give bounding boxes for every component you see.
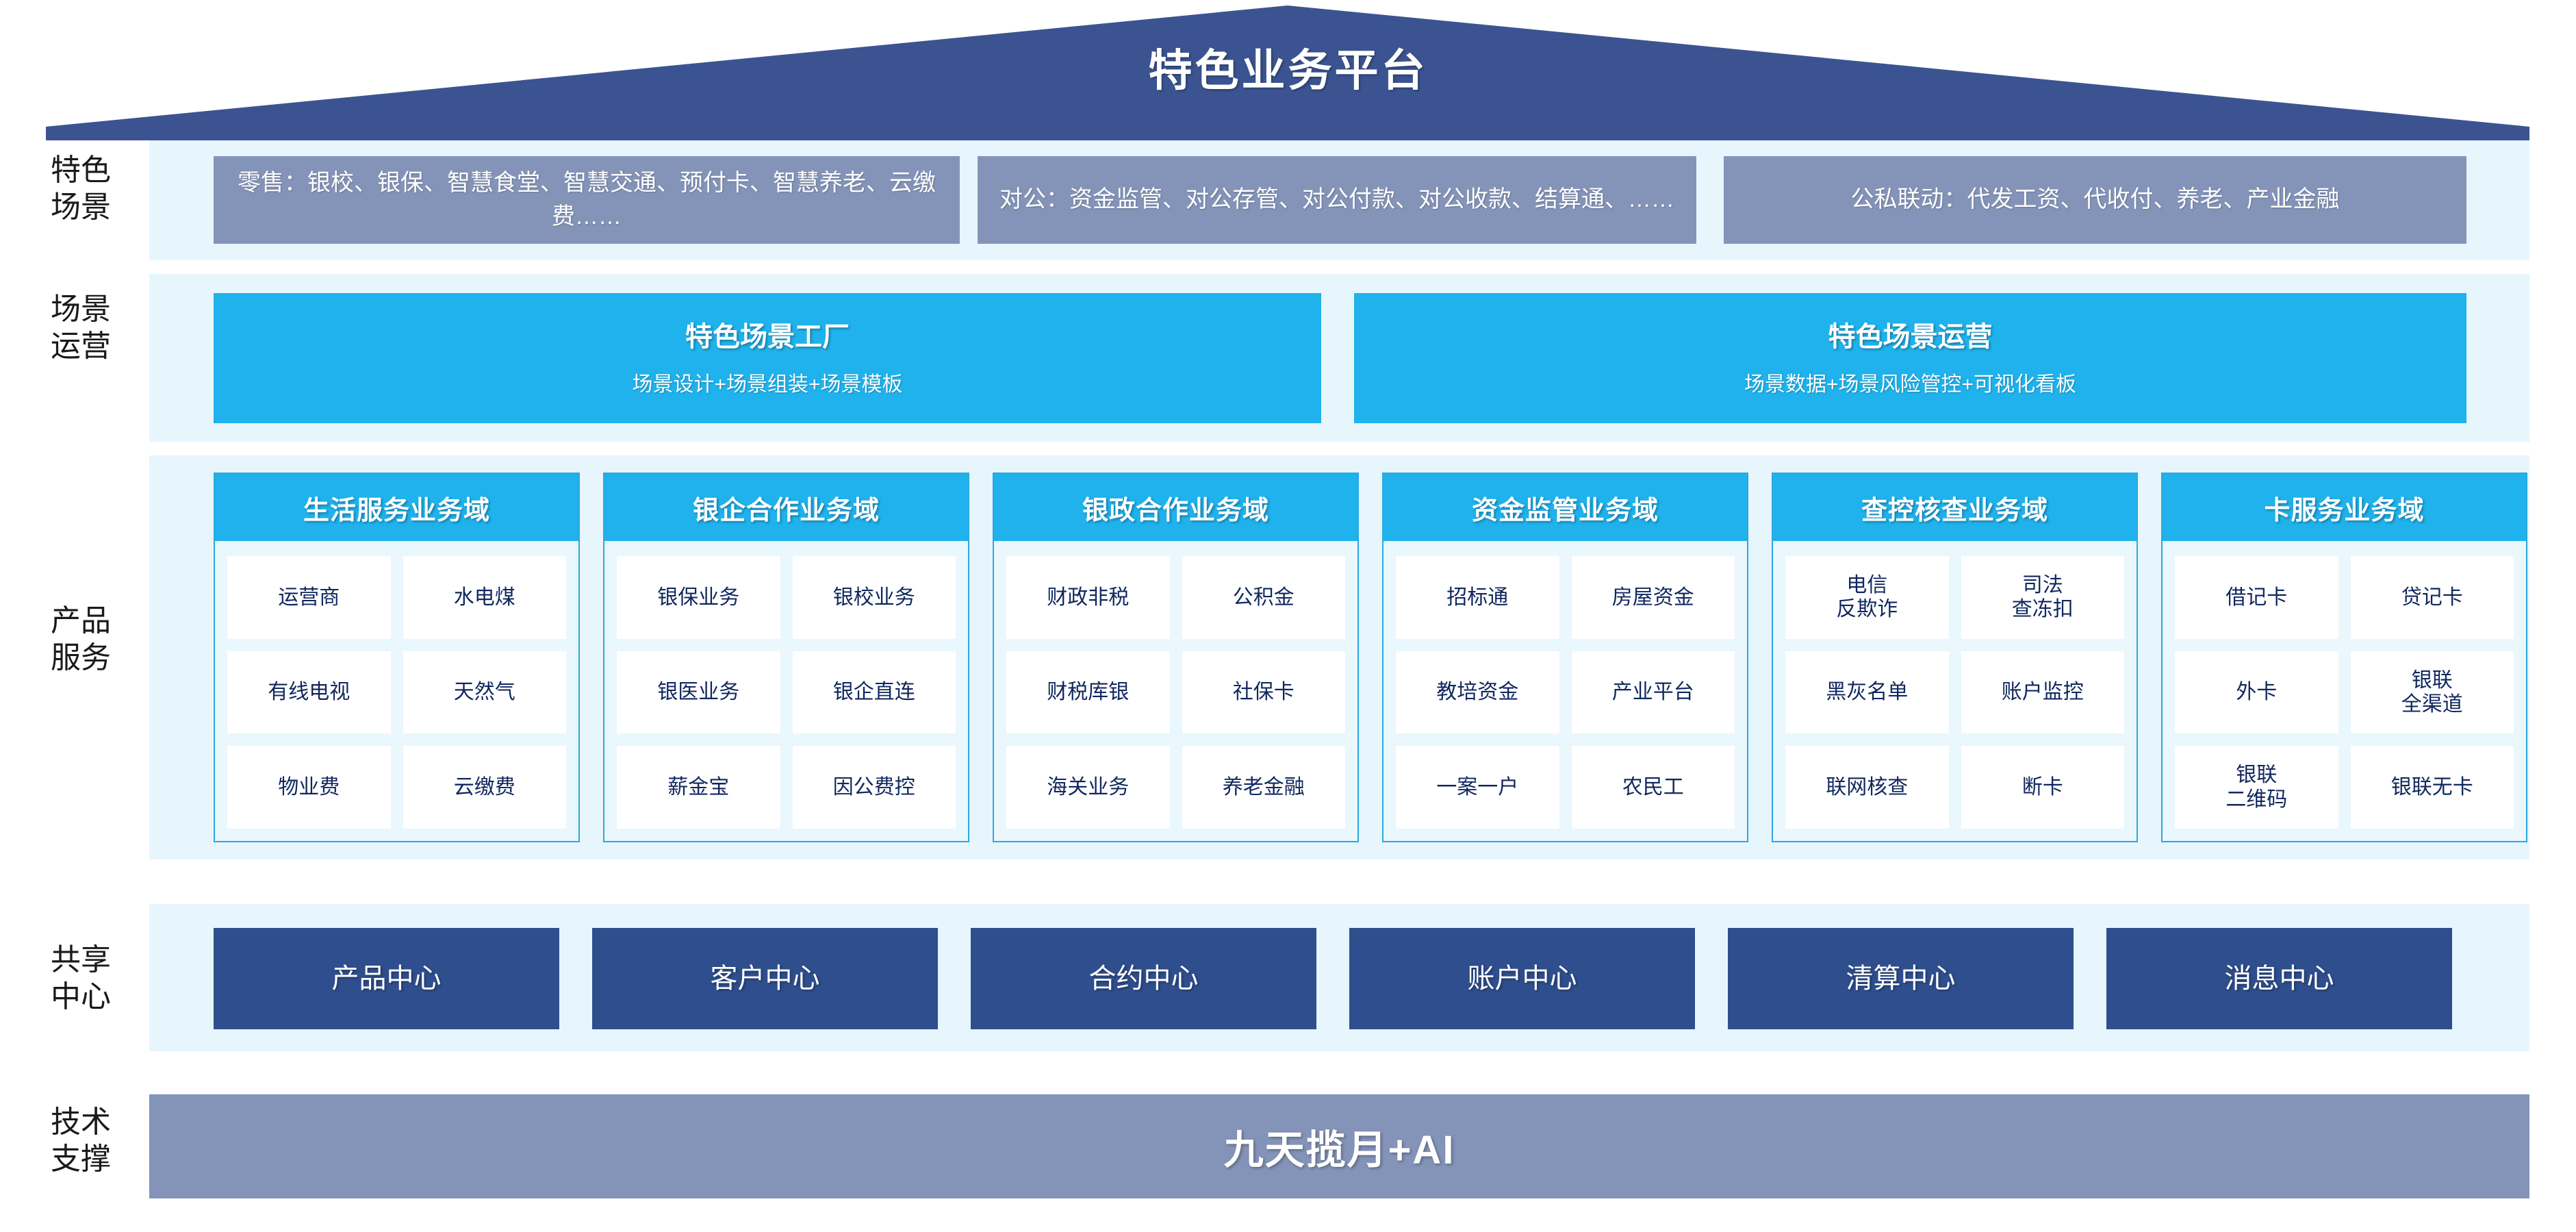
domain-item[interactable]: 天然气 [403,651,566,734]
row-label-shared-center: 共享 中心 [51,943,111,1014]
domain-column-investigation[interactable]: 查控核查业务域 电信 反欺诈 司法 查冻扣 黑灰名单 账户监控 联网核查 断卡 [1772,473,2138,842]
domain-item-grid: 招标通 房屋资金 教培资金 产业平台 一案一户 农民工 [1383,541,1747,844]
shared-center-label: 清算中心 [1846,964,1956,994]
tech-support-label: 九天揽月+AI [1223,1128,1455,1172]
shared-center-product[interactable]: 产品中心 [214,928,559,1029]
domain-title: 银企合作业务域 [604,474,968,541]
domain-item[interactable]: 运营商 [227,556,391,639]
operation-box-scene-operation[interactable]: 特色场景运营 场景数据+场景风险管控+可视化看板 [1354,293,2466,423]
scene-operation-subtitle: 场景数据+场景风险管控+可视化看板 [1744,373,2077,396]
domain-column-bank-enterprise[interactable]: 银企合作业务域 银保业务 银校业务 银医业务 银企直连 薪金宝 因公费控 [603,473,969,842]
page-title: 特色业务平台 [1148,46,1428,95]
domain-item-grid: 电信 反欺诈 司法 查冻扣 黑灰名单 账户监控 联网核查 断卡 [1773,541,2137,844]
scene-factory-title: 特色场景工厂 [685,321,850,352]
domain-item[interactable]: 银校业务 [792,556,956,639]
domain-item-grid: 银保业务 银校业务 银医业务 银企直连 薪金宝 因公费控 [604,541,968,844]
tech-support-bar[interactable]: 九天揽月+AI [149,1094,2529,1198]
domain-item[interactable]: 公积金 [1182,556,1345,639]
shared-center-settlement[interactable]: 清算中心 [1728,928,2074,1029]
domain-item[interactable]: 有线电视 [227,651,391,734]
domain-item-grid: 运营商 水电煤 有线电视 天然气 物业费 云缴费 [215,541,578,844]
domain-column-bank-government[interactable]: 银政合作业务域 财政非税 公积金 财税库银 社保卡 海关业务 养老金融 [993,473,1359,842]
domain-item[interactable]: 养老金融 [1182,746,1345,829]
domain-title: 银政合作业务域 [994,474,1357,541]
shared-center-label: 合约中心 [1088,964,1199,994]
domain-item[interactable]: 一案一户 [1396,746,1559,829]
row-label-operation: 场景 运营 [51,292,111,363]
domain-item[interactable]: 黑灰名单 [1785,651,1949,734]
shared-center-customer[interactable]: 客户中心 [592,928,938,1029]
shared-center-label: 产品中心 [331,964,442,994]
domain-item-grid: 借记卡 贷记卡 外卡 银联 全渠道 银联 二维码 银联无卡 [2163,541,2526,844]
domain-column-life-service[interactable]: 生活服务业务域 运营商 水电煤 有线电视 天然气 物业费 云缴费 [214,473,580,842]
domain-item[interactable]: 账户监控 [1961,651,2124,734]
domain-item[interactable]: 银联 全渠道 [2350,651,2514,734]
domain-item[interactable]: 因公费控 [792,746,956,829]
domain-item[interactable]: 财政非税 [1006,556,1170,639]
domain-item[interactable]: 海关业务 [1006,746,1170,829]
domain-item[interactable]: 断卡 [1961,746,2124,829]
scenario-linkage-text: 公私联动：代发工资、代收付、养老、产业金融 [1850,186,2340,213]
scene-factory-subtitle: 场景设计+场景组装+场景模板 [632,373,903,396]
domain-item[interactable]: 教培资金 [1396,651,1559,734]
scenario-box-linkage[interactable]: 公私联动：代发工资、代收付、养老、产业金融 [1724,156,2466,244]
row-label-tech-support: 技术 支撑 [51,1105,111,1176]
domain-column-fund-supervision[interactable]: 资金监管业务域 招标通 房屋资金 教培资金 产业平台 一案一户 农民工 [1382,473,1748,842]
row-label-scenario: 特色 场景 [51,153,111,224]
domain-item[interactable]: 银保业务 [617,556,780,639]
domain-item[interactable]: 电信 反欺诈 [1785,556,1949,639]
domain-item-grid: 财政非税 公积金 财税库银 社保卡 海关业务 养老金融 [994,541,1357,844]
domain-item[interactable]: 产业平台 [1571,651,1735,734]
domain-item[interactable]: 司法 查冻扣 [1961,556,2124,639]
platform-title-banner: 特色业务平台 [0,0,2576,140]
domain-item[interactable]: 房屋资金 [1571,556,1735,639]
domain-item[interactable]: 薪金宝 [617,746,780,829]
roof-shape-icon [46,5,2529,140]
shared-center-label: 账户中心 [1467,964,1577,994]
domain-item[interactable]: 银联 二维码 [2175,746,2338,829]
operation-box-scene-factory[interactable]: 特色场景工厂 场景设计+场景组装+场景模板 [214,293,1321,423]
scenario-retail-text: 零售：银校、银保、智慧食堂、智慧交通、预付卡、智慧养老、云缴费…… [238,169,936,229]
domain-title: 资金监管业务域 [1383,474,1747,541]
domain-item[interactable]: 银联无卡 [2350,746,2514,829]
domain-item[interactable]: 农民工 [1571,746,1735,829]
shared-center-label: 客户中心 [710,964,820,994]
domain-column-card-service[interactable]: 卡服务业务域 借记卡 贷记卡 外卡 银联 全渠道 银联 二维码 银联无卡 [2161,473,2527,842]
scenario-box-corporate[interactable]: 对公：资金监管、对公存管、对公付款、对公收款、结算通、…… [978,156,1696,244]
scenario-corporate-text: 对公：资金监管、对公存管、对公付款、对公收款、结算通、…… [999,186,1674,213]
shared-center-contract[interactable]: 合约中心 [971,928,1316,1029]
domain-item[interactable]: 财税库银 [1006,651,1170,734]
row-label-product: 产品 服务 [51,604,111,675]
shared-center-label: 消息中心 [2224,964,2334,994]
shared-center-message[interactable]: 消息中心 [2106,928,2452,1029]
domain-title: 生活服务业务域 [215,474,578,541]
domain-item[interactable]: 银医业务 [617,651,780,734]
domain-item[interactable]: 招标通 [1396,556,1559,639]
domain-item[interactable]: 借记卡 [2175,556,2338,639]
shared-center-account[interactable]: 账户中心 [1349,928,1695,1029]
domain-item[interactable]: 银企直连 [792,651,956,734]
scenario-box-retail[interactable]: 零售：银校、银保、智慧食堂、智慧交通、预付卡、智慧养老、云缴费…… [214,156,960,244]
domain-item[interactable]: 联网核查 [1785,746,1949,829]
domain-item[interactable]: 云缴费 [403,746,566,829]
domain-title: 查控核查业务域 [1773,474,2137,541]
scene-operation-title: 特色场景运营 [1828,321,1993,352]
domain-item[interactable]: 水电煤 [403,556,566,639]
domain-item[interactable]: 物业费 [227,746,391,829]
domain-title: 卡服务业务域 [2163,474,2526,541]
domain-item[interactable]: 外卡 [2175,651,2338,734]
domain-item[interactable]: 贷记卡 [2350,556,2514,639]
domain-item[interactable]: 社保卡 [1182,651,1345,734]
